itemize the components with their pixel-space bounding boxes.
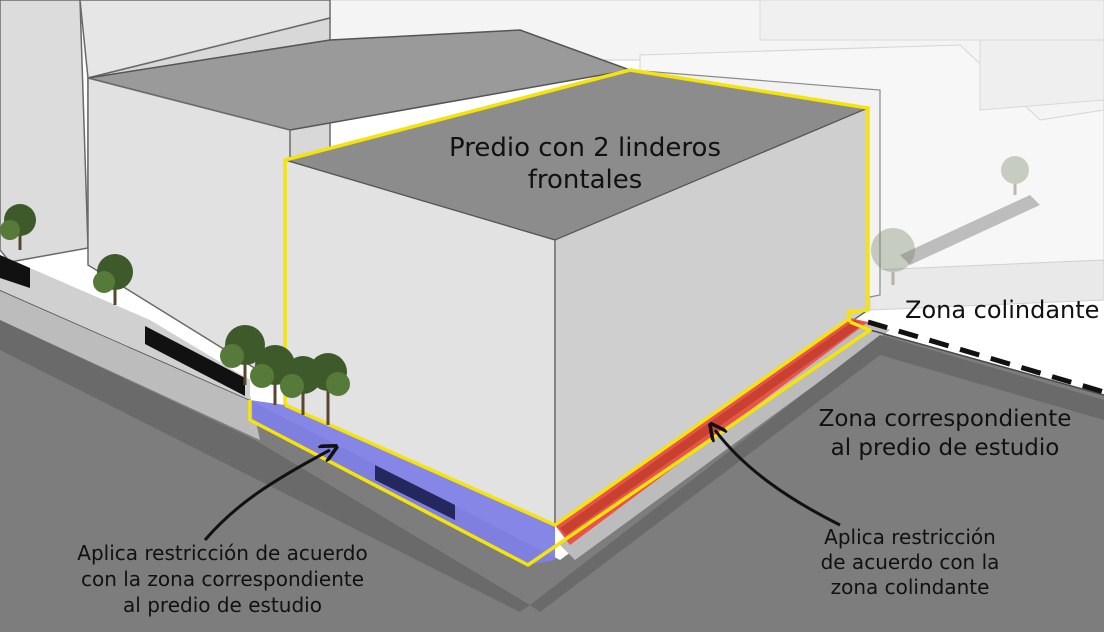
left-arrow (203, 450, 330, 541)
right-annotation-line: Aplica restricción (824, 525, 996, 549)
trees (0, 156, 1029, 425)
tree (93, 254, 133, 305)
left-annotation-line: al predio de estudio (123, 593, 322, 617)
right-annotation: Aplica restricción de acuerdo con la zon… (790, 525, 1030, 600)
tree (1001, 156, 1029, 195)
zone-boundary-line (867, 319, 1104, 395)
parcel-title: Predio con 2 linderos frontales (445, 132, 725, 196)
left-annotation-line: Aplica restricción de acuerdo (77, 541, 368, 565)
right-arrow (715, 430, 841, 527)
tree (280, 356, 322, 415)
right-annotation-line: de acuerdo con la (820, 550, 1000, 574)
study-zone-line: al predio de estudio (830, 435, 1060, 461)
title-line: frontales (527, 165, 643, 195)
right-annotation-line: zona colindante (830, 575, 990, 599)
tree (309, 353, 350, 425)
tree (871, 228, 915, 285)
adjacent-zone-label: Zona colindante (905, 296, 1100, 324)
title-line: Predio con 2 linderos (449, 133, 721, 163)
left-annotation: Aplica restricción de acuerdo con la zon… (40, 540, 405, 618)
study-zone-label: Zona correspondiente al predio de estudi… (800, 405, 1090, 463)
tree (0, 204, 36, 250)
parcel-outline (248, 68, 872, 567)
tree (220, 325, 265, 385)
left-annotation-line: con la zona correspondiente (80, 567, 365, 591)
study-zone-line: Zona correspondiente (818, 406, 1072, 432)
